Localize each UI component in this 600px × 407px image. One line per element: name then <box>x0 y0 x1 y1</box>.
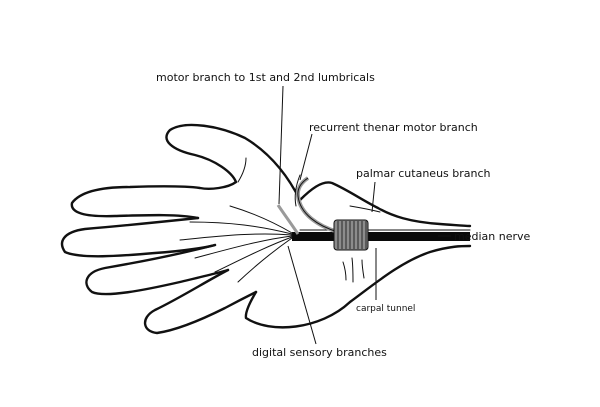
ring-finger-outline <box>143 268 258 335</box>
label-palmar-cutaneous: palmar cutaneus branch <box>356 167 491 180</box>
median-nerve-trunk <box>292 232 470 241</box>
label-median-nerve: median nerve <box>454 230 531 243</box>
palmar-cutaneous-mark <box>349 205 381 213</box>
digital-sensory-lines <box>179 205 293 283</box>
thenar-crease <box>294 174 301 207</box>
label-digital-sensory: digital sensory branches <box>252 346 387 359</box>
tendon-marks <box>342 257 365 283</box>
label-carpal-tunnel: carpal tunnel <box>356 304 415 314</box>
carpal-ligament <box>333 219 369 251</box>
leader-lines <box>278 85 451 345</box>
thumb-crease <box>237 157 247 183</box>
label-motor-branch: motor branch to 1st and 2nd lumbricals <box>156 71 375 84</box>
thumb-outline <box>70 123 302 220</box>
lumbrical-motor-branch <box>276 204 300 235</box>
nerve-group <box>179 176 471 283</box>
palm-lower-outline <box>244 244 472 329</box>
middle-finger-outline <box>85 243 230 296</box>
thenar-outline <box>298 181 472 228</box>
hand-outline <box>60 123 472 335</box>
label-recurrent-thenar: recurrent thenar motor branch <box>309 121 478 134</box>
index-finger-outline <box>60 216 217 258</box>
